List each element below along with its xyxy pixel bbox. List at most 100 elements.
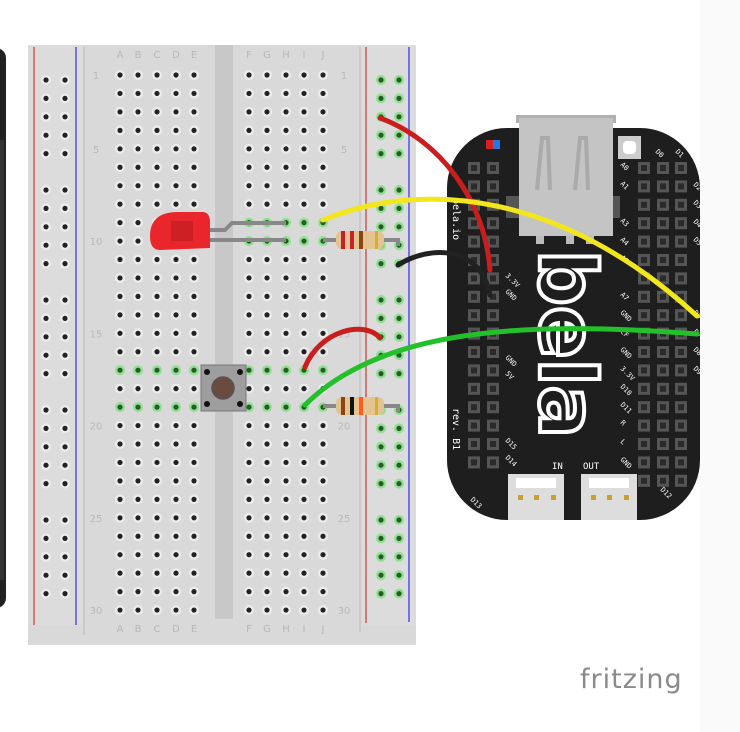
breadboard-hole-center <box>283 552 289 558</box>
rail-hole-center <box>43 407 49 413</box>
board-pad-center <box>641 459 647 466</box>
board-pad-center <box>660 312 666 319</box>
rail-hole-center <box>396 205 402 211</box>
board-pad-center <box>678 477 684 484</box>
breadboard-hole-center <box>173 330 179 336</box>
breadboard-hole-center <box>154 367 160 373</box>
fritzing-watermark: fritzing <box>580 664 683 695</box>
rail-hole-center <box>378 591 384 597</box>
breadboard-hole-center <box>135 220 141 226</box>
board-pad-center <box>641 441 647 447</box>
board-pad-center <box>641 183 647 190</box>
breadboard-hole-center <box>320 90 326 97</box>
breadboard-hole-center <box>191 90 197 97</box>
board-pad-center <box>641 257 647 263</box>
board-pad-center <box>471 459 477 466</box>
board-pin-label: D3 <box>692 199 704 211</box>
board-pad-center <box>678 201 684 208</box>
breadboard-hole-center <box>135 72 141 78</box>
breadboard-hole-center <box>173 109 179 115</box>
board-pad-center <box>490 385 496 392</box>
rail-hole-center <box>396 132 402 138</box>
breadboard-hole-center <box>191 515 197 521</box>
breadboard-hole-center <box>320 293 326 299</box>
wire-black-ground[interactable] <box>395 250 493 298</box>
breadboard-hole-center <box>135 146 141 152</box>
breadboard-hole-center <box>154 349 160 355</box>
column-label: C <box>154 50 161 61</box>
breadboard-hole-center <box>320 312 326 318</box>
breadboard-hole-center <box>191 607 197 613</box>
breadboard-hole-center <box>191 496 197 502</box>
breadboard-hole-center <box>283 496 289 502</box>
breadboard-hole-center <box>154 72 160 78</box>
board-pad-center <box>678 220 684 227</box>
board-pin-label: A1 <box>619 180 631 192</box>
breadboard-hole-center <box>283 570 289 576</box>
breadboard-hole-center <box>135 478 141 484</box>
rail-hole-center <box>396 554 402 560</box>
board-pin-label: L <box>619 438 628 447</box>
breadboard-hole-center <box>301 570 307 576</box>
column-label: G <box>263 624 271 635</box>
column-label: G <box>263 50 271 61</box>
breadboard-hole-center <box>264 312 270 318</box>
board-pad-center <box>641 330 647 337</box>
board-pin-label: D1 <box>674 148 686 160</box>
board-pad-center <box>660 165 666 171</box>
column-label: J <box>321 50 325 61</box>
breadboard-hole-center <box>264 533 270 539</box>
breadboard-hole-center <box>154 330 160 336</box>
column-label: F <box>246 50 252 61</box>
breadboard-hole-center <box>173 146 179 152</box>
breadboard-hole-center <box>264 422 270 429</box>
usb-connector <box>506 115 620 244</box>
breadboard-hole-center <box>117 386 123 392</box>
board-pad-center <box>678 238 684 245</box>
board-pin-label: A7 <box>619 291 631 303</box>
breadboard-hole-center <box>264 146 270 152</box>
breadboard-hole-center <box>173 386 179 392</box>
breadboard: AABBCCDDEEFFGGHHIIJJ11551010151520202525… <box>28 45 416 645</box>
breadboard-hole-center <box>283 515 289 521</box>
breadboard-hole-center <box>135 349 141 355</box>
breadboard-hole-center <box>154 109 160 115</box>
breadboard-hole-center <box>264 607 270 613</box>
breadboard-hole-center <box>191 404 197 410</box>
wire-red-jumper[interactable] <box>302 326 383 370</box>
rail-hole-center <box>43 334 49 340</box>
breadboard-hole-center <box>154 293 160 299</box>
rail-hole-center <box>62 407 68 413</box>
breadboard-hole-center <box>117 349 123 355</box>
breadboard-hole-center <box>154 478 160 484</box>
breadboard-hole-center <box>301 552 307 558</box>
breadboard-hole-center <box>191 552 197 558</box>
breadboard-hole-center <box>301 109 307 115</box>
breadboard-hole-center <box>246 201 252 207</box>
breadboard-hole-center <box>117 607 123 613</box>
breadboard-hole-center <box>117 256 123 263</box>
breadboard-hole-center <box>301 349 307 355</box>
board-pad-center <box>471 165 477 171</box>
row-label: 30 <box>338 606 351 617</box>
rail-hole-center <box>378 95 384 101</box>
breadboard-hole-center <box>154 164 160 170</box>
wire-yellow-signal[interactable] <box>320 196 700 319</box>
rail-hole-center <box>62 315 68 321</box>
breadboard-hole-center <box>191 459 197 466</box>
column-label: D <box>172 624 180 635</box>
rail-hole-center <box>43 297 49 303</box>
row-label: 15 <box>338 329 351 340</box>
wire-green-signal[interactable] <box>302 326 700 408</box>
rail-hole-center <box>43 95 49 101</box>
breadboard-hole-center <box>301 515 307 521</box>
breadboard-hole-center <box>264 478 270 484</box>
rail-hole-center <box>43 425 49 431</box>
breadboard-hole-center <box>264 496 270 502</box>
breadboard-hole-center <box>246 607 252 613</box>
board-pad-center <box>678 422 684 429</box>
breadboard-hole-center <box>283 256 289 263</box>
wire-red-power[interactable] <box>377 115 493 273</box>
breadboard-hole-center <box>191 441 197 447</box>
breadboard-hole-center <box>301 533 307 539</box>
